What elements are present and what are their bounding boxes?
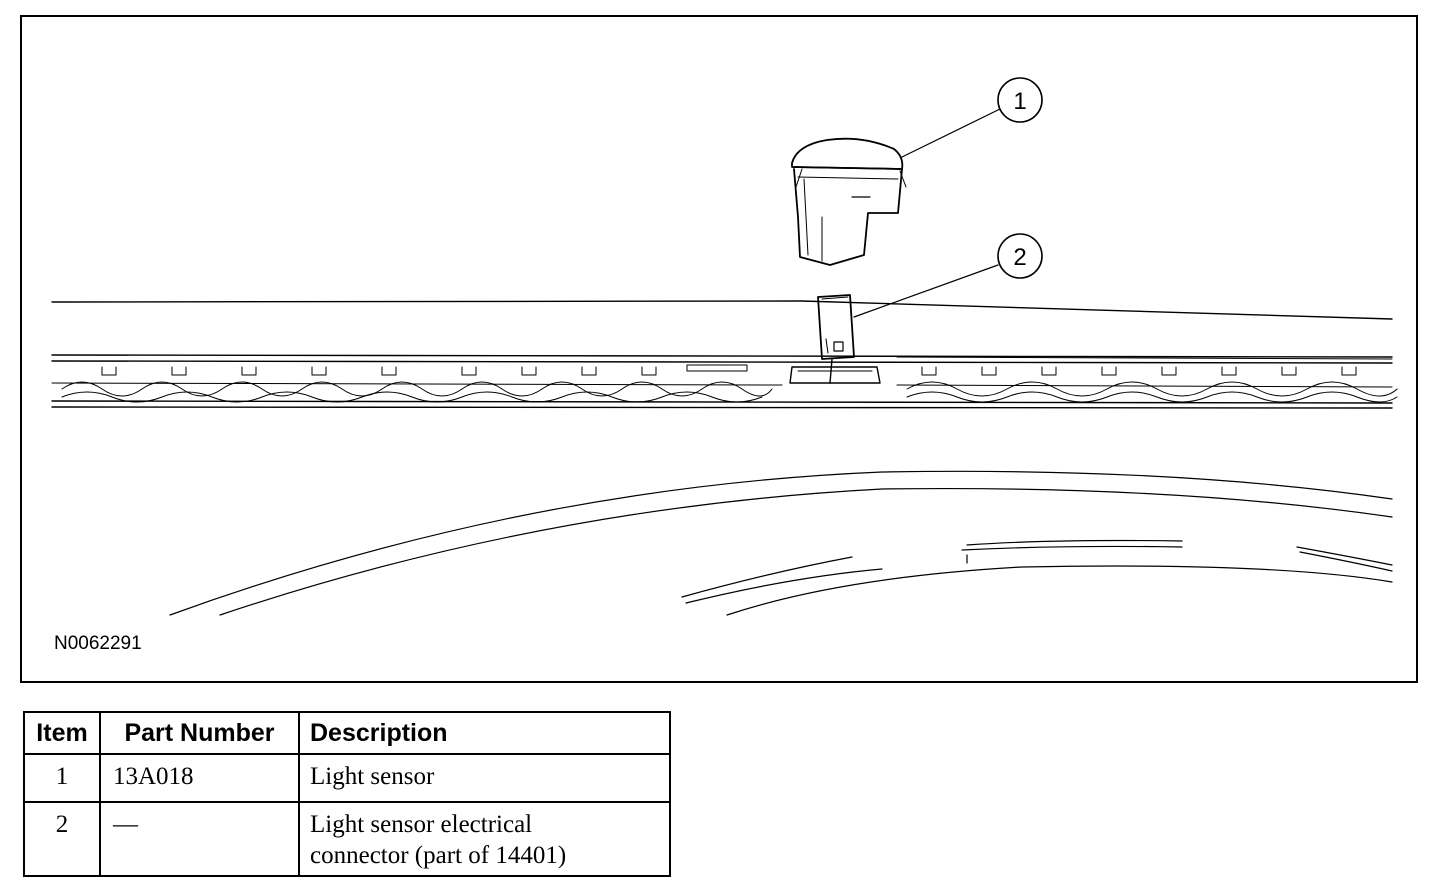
callout-1: 1	[1013, 88, 1026, 115]
light-sensor-illustration: 1 2	[51, 77, 1398, 616]
cell-description: Light sensor	[298, 753, 671, 803]
parts-table: Item Part Number Description 1 13A018 Li…	[23, 711, 671, 877]
windshield-edge-line	[51, 300, 1393, 320]
light-sensor-drawing	[791, 137, 907, 266]
dashboard-curves	[169, 470, 1393, 616]
leader-line-2	[853, 264, 999, 318]
cell-item: 2	[23, 801, 101, 877]
table-header-row: Item Part Number Description	[23, 711, 671, 755]
dash-defrost-grille	[51, 354, 1393, 409]
callout-circle-2	[997, 233, 1043, 279]
grille-slots-left	[61, 364, 773, 403]
figure-id-label: N0062291	[54, 633, 142, 654]
cell-description: Light sensor electrical connector (part …	[298, 801, 671, 877]
table-row: 2 — Light sensor electrical connector (p…	[23, 801, 671, 877]
electrical-connector-drawing	[817, 294, 855, 360]
illustration-frame: 1 2 N0062291	[20, 15, 1418, 683]
header-part-number: Part Number	[99, 711, 300, 755]
description-line: connector (part of 14401)	[310, 842, 567, 869]
cell-item: 1	[23, 753, 101, 803]
leader-line-1	[901, 108, 1001, 158]
callout-2: 2	[1013, 244, 1026, 271]
sensor-opening	[789, 366, 881, 384]
callout-circle-1	[997, 77, 1043, 123]
grille-slots-right	[896, 356, 1398, 403]
table-row: 1 13A018 Light sensor	[23, 753, 671, 803]
header-item: Item	[23, 711, 101, 755]
cell-part-number: —	[99, 801, 300, 877]
connector-wire	[829, 358, 833, 384]
description-line: Light sensor electrical	[310, 811, 533, 838]
header-description: Description	[298, 711, 671, 755]
cell-part-number: 13A018	[99, 753, 300, 803]
